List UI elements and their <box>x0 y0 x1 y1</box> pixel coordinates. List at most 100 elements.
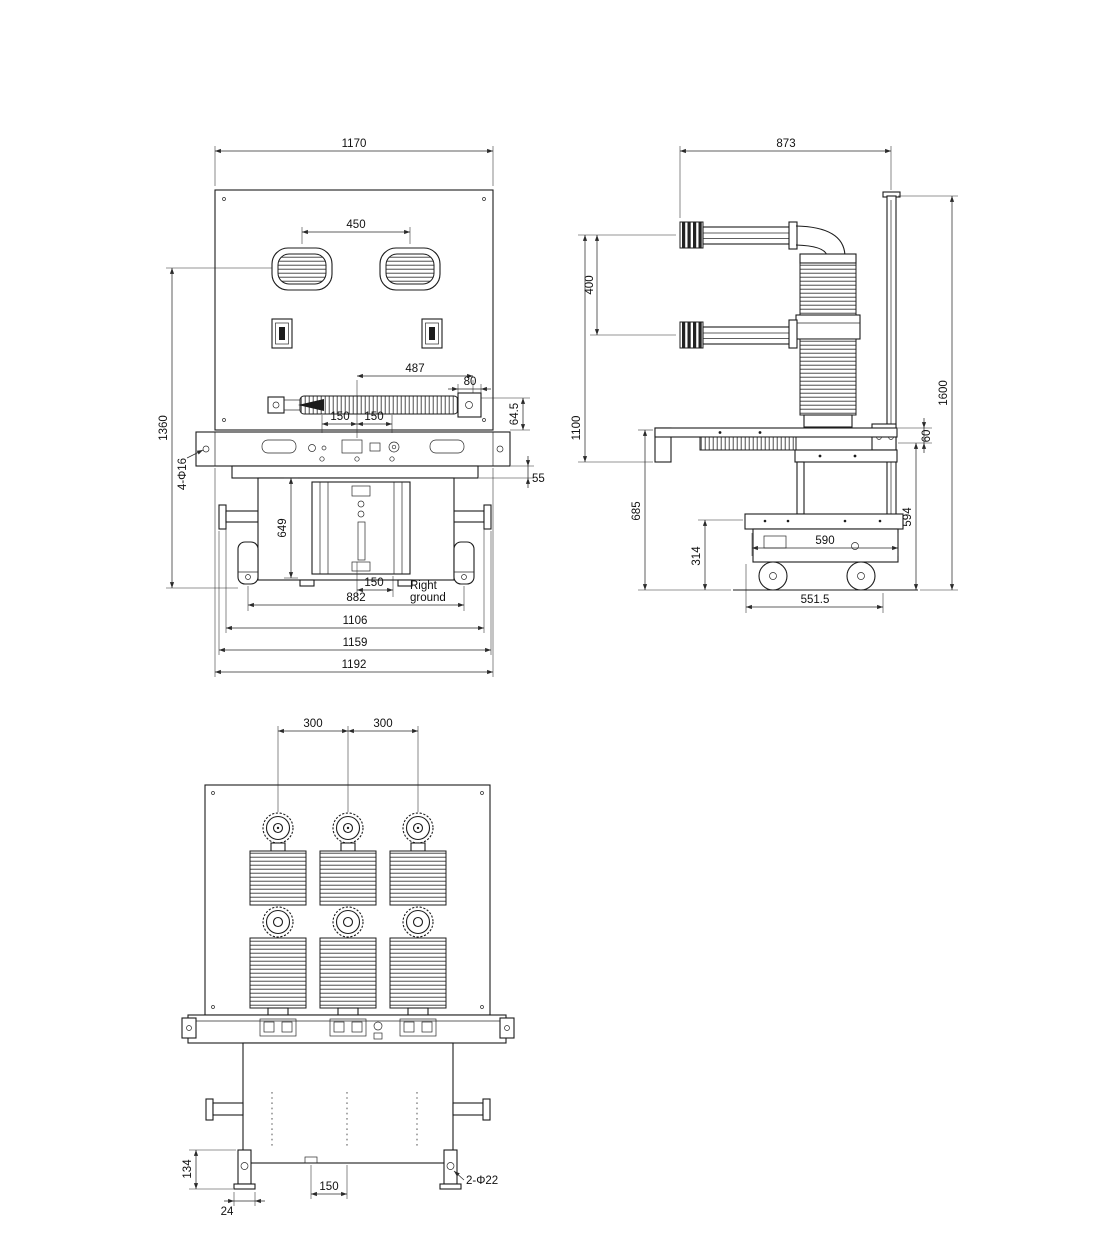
dim-front-649: 649 <box>277 477 298 579</box>
dim-label-150-rear: 150 <box>319 1181 338 1193</box>
dim-label-487: 487 <box>405 363 424 375</box>
dim-label-1192: 1192 <box>342 659 367 671</box>
dim-label-1100: 1100 <box>571 416 583 441</box>
dim-rear-24: 24 <box>221 1192 265 1218</box>
front-view: 1170 450 487 80 64.5 <box>158 138 545 677</box>
bushing-terminal-left <box>271 247 333 291</box>
mounting-frame-rear <box>181 1014 515 1044</box>
dim-label-64-5: 64.5 <box>509 403 521 425</box>
mounting-frame-side <box>654 427 898 515</box>
mounting-frame-front <box>195 431 511 479</box>
trolley-chassis <box>744 513 904 563</box>
ventilation-window-left <box>271 318 293 349</box>
dim-label-590: 590 <box>815 535 834 547</box>
dim-rear-150: 150 <box>310 1165 348 1199</box>
dim-front-1170: 1170 <box>214 138 494 186</box>
support-arm-left <box>218 504 259 530</box>
dim-side-594: 594 <box>902 443 919 590</box>
dim-front-882: 882 <box>247 586 465 611</box>
operating-rod-arrow <box>298 399 324 411</box>
wheel-side-front <box>758 561 788 591</box>
dim-label-55: 55 <box>532 473 545 485</box>
elbow-outer <box>795 225 846 258</box>
dim-side-590: 590 <box>751 533 899 556</box>
foot-right <box>439 1149 462 1190</box>
right-ground-line1: Right <box>410 580 438 592</box>
foot-hole-right <box>446 1162 455 1170</box>
bolt-holes-label: 4-Φ16 <box>177 458 189 490</box>
bushing-terminal-right <box>379 247 441 291</box>
dim-side-314: 314 <box>691 519 743 590</box>
dim-front-1159: 1159 <box>218 531 492 655</box>
dim-label-400: 400 <box>584 275 596 294</box>
dim-rear-134: 134 <box>182 1149 236 1190</box>
dim-front-1192: 1192 <box>214 468 494 677</box>
dim-label-80: 80 <box>464 376 477 388</box>
rear-arm-right <box>452 1098 491 1121</box>
dim-front-487: 487 <box>356 363 474 438</box>
dim-side-873: 873 <box>679 138 892 218</box>
bellows-assembly <box>267 392 482 418</box>
lower-bushing-side <box>679 319 798 349</box>
dim-label-1106: 1106 <box>343 615 368 627</box>
pole-insulator-side <box>795 253 861 428</box>
rear-view: 300 300 134 24 150 2-Φ <box>181 718 515 1218</box>
dim-front-1106: 1106 <box>225 524 485 633</box>
side-view: 873 400 1100 685 314 590 <box>571 138 958 613</box>
dim-front-55: 55 <box>479 456 545 488</box>
back-mounting-plate <box>871 191 901 531</box>
dim-front-80: 80 <box>448 376 491 393</box>
dim-side-685: 685 <box>631 429 731 591</box>
dim-side-400: 400 <box>578 234 676 336</box>
dim-label-150-bottom: 150 <box>364 577 383 589</box>
dim-label-134: 134 <box>182 1159 194 1179</box>
right-ground-line2: ground <box>410 592 446 604</box>
dim-label-24: 24 <box>221 1206 234 1218</box>
foot-left <box>233 1149 256 1190</box>
dim-label-150-left: 150 <box>330 411 349 423</box>
dim-label-873: 873 <box>776 138 795 150</box>
dim-side-551-5: 551.5 <box>745 564 884 613</box>
foot-hole-left <box>240 1162 249 1170</box>
label-bolt-holes-4x16: 4-Φ16 <box>177 449 204 490</box>
dim-label-649: 649 <box>277 518 289 537</box>
dim-label-1360: 1360 <box>158 415 170 441</box>
wheel-side-rear <box>846 561 876 591</box>
upper-bushing-side <box>679 221 846 258</box>
dim-front-150-right: 150 <box>357 411 393 433</box>
dim-label-551-5: 551.5 <box>801 594 830 606</box>
dim-label-150-right: 150 <box>364 411 383 423</box>
rear-lower-box <box>242 1042 454 1164</box>
dim-label-450: 450 <box>346 219 365 231</box>
dim-front-64-5: 64.5 <box>481 397 530 431</box>
frame-bolt-hole-left <box>202 445 210 453</box>
dim-label-1170: 1170 <box>342 138 367 150</box>
dim-label-1159: 1159 <box>343 637 368 649</box>
support-arm-right <box>451 504 492 530</box>
rear-arm-left <box>205 1098 244 1121</box>
bolt-holes-2x22-label: 2-Φ22 <box>466 1175 498 1187</box>
dim-rear-300-left: 300 <box>277 718 349 812</box>
dim-side-1600: 1600 <box>898 195 958 591</box>
wheel-front-left <box>237 541 259 585</box>
dim-label-60: 60 <box>921 430 933 443</box>
dim-label-1600: 1600 <box>938 380 950 406</box>
dim-label-314: 314 <box>691 546 703 566</box>
dim-front-150-left: 150 <box>321 411 357 433</box>
dim-side-60: 60 <box>898 418 933 453</box>
dim-label-594: 594 <box>902 507 914 527</box>
wheel-front-right <box>453 541 475 585</box>
dim-label-300-left: 300 <box>303 718 322 730</box>
frame-bolt-hole-right <box>496 445 504 453</box>
dim-front-450: 450 <box>301 219 411 244</box>
dim-label-882: 882 <box>346 592 365 604</box>
dim-side-1100: 1100 <box>571 235 653 463</box>
ventilation-window-right <box>421 318 443 349</box>
label-right-ground: Right ground <box>410 580 446 604</box>
dim-front-150-bottom: 150 <box>356 562 394 597</box>
dim-label-300-right: 300 <box>373 718 392 730</box>
dim-rear-300-right: 300 <box>348 718 419 812</box>
dim-label-685: 685 <box>631 501 643 520</box>
